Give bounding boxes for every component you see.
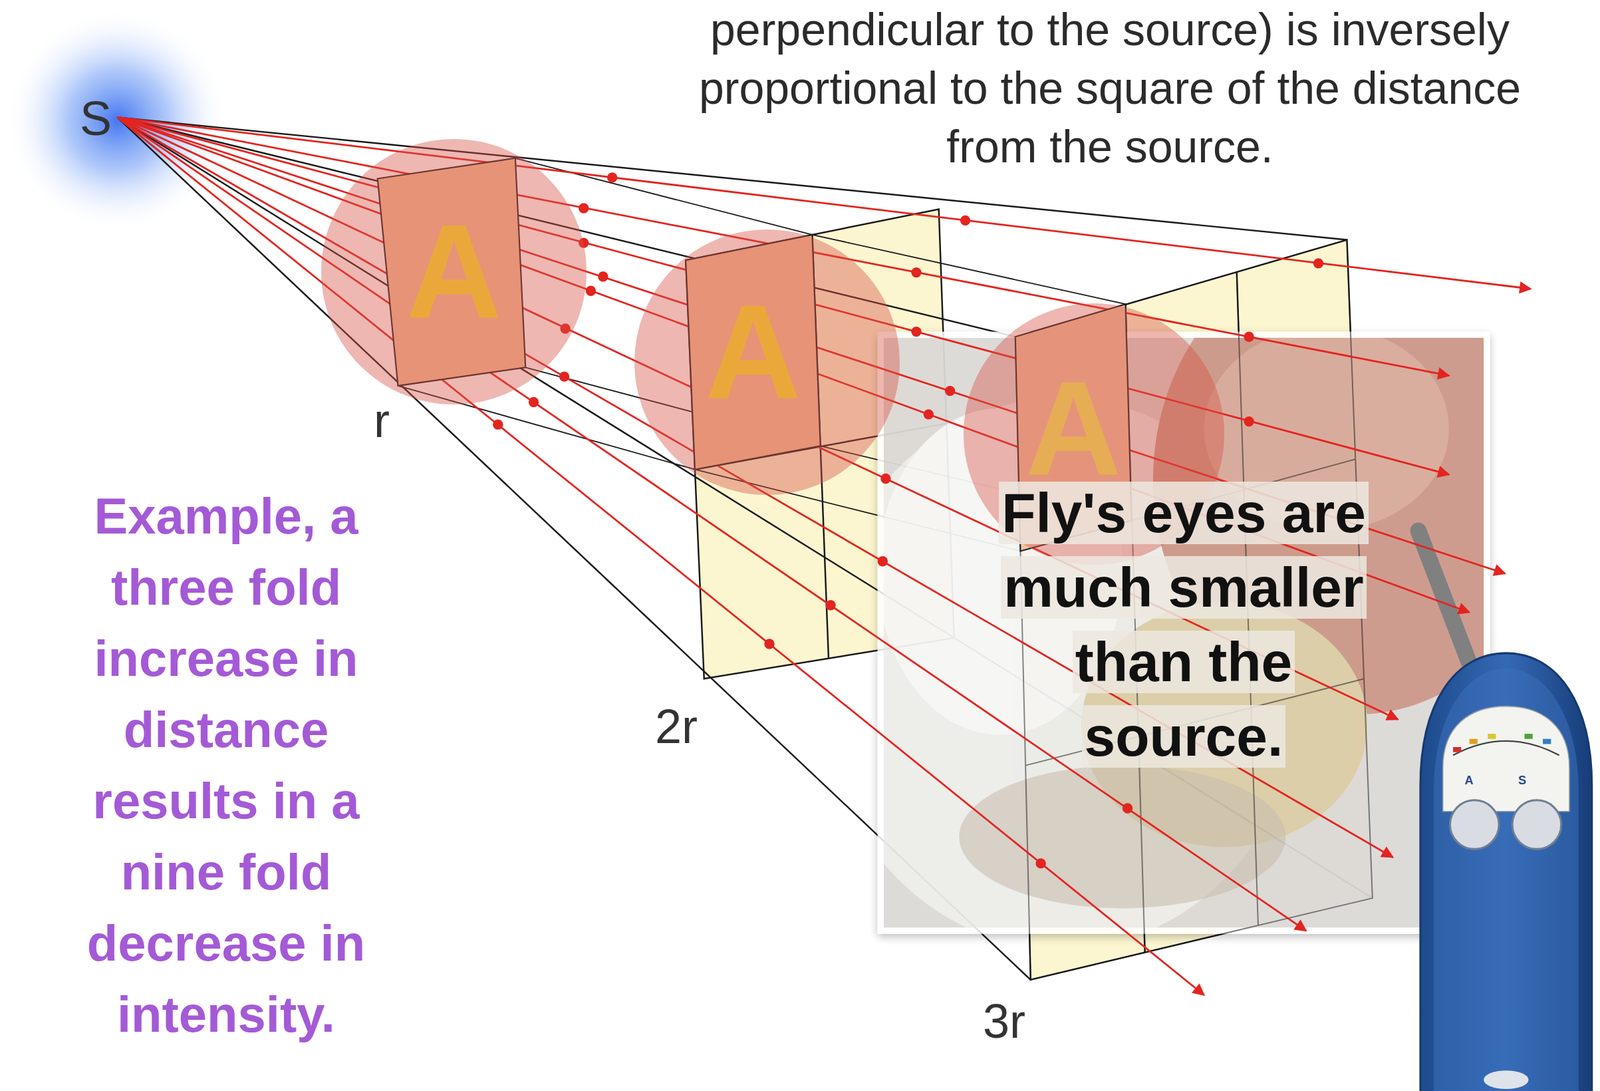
meter-mark: A xyxy=(1465,773,1474,787)
distance-label-box: r xyxy=(373,393,390,447)
ray-dot xyxy=(585,285,596,296)
ray-dot xyxy=(578,202,589,213)
distance-label: 3r xyxy=(982,994,1026,1048)
photo-content xyxy=(883,337,1484,928)
ray-dot xyxy=(1122,802,1133,813)
distance-label-box: 2r xyxy=(655,699,698,753)
device-button xyxy=(1449,800,1499,850)
scale-mark xyxy=(1453,746,1462,753)
ray-dot xyxy=(1313,258,1324,268)
device-slot xyxy=(1483,1069,1529,1089)
statement-text: perpendicular to the source) is inversel… xyxy=(698,3,1521,172)
fly-note-box: Fly's eyes are much smaller than the sou… xyxy=(977,475,1390,774)
scale-mark xyxy=(1524,733,1533,739)
ray-dot xyxy=(825,599,836,610)
ray-dot xyxy=(1243,331,1254,342)
ray-dot xyxy=(911,267,922,278)
source-label: S xyxy=(79,91,112,145)
highlight-circle: A xyxy=(321,138,587,405)
ray-dot xyxy=(960,215,971,226)
meter-device xyxy=(1420,653,1593,1091)
ray-arrow xyxy=(117,117,1398,719)
example-note-box: Example, a three fold increase in distan… xyxy=(39,480,413,1050)
ray-dot xyxy=(911,326,922,337)
scale-mark xyxy=(1487,733,1496,739)
scale-mark xyxy=(1542,738,1551,745)
square-letter: A xyxy=(406,204,503,338)
distance-label-box: 3r xyxy=(982,994,1026,1048)
meter-window xyxy=(1443,706,1570,812)
device-face xyxy=(1433,668,1579,1091)
meter-mark-box: A xyxy=(1465,772,1474,788)
highlight-circle: A xyxy=(634,229,900,495)
device-body xyxy=(1420,653,1593,1091)
ray-dot xyxy=(1035,857,1046,868)
example-note: Example, a three fold increase in distan… xyxy=(87,487,366,1043)
meter-mark-box: S xyxy=(1518,772,1527,788)
square-letter: A xyxy=(1025,361,1122,495)
fly-note: Fly's eyes are much smaller than the sou… xyxy=(998,481,1369,768)
square-letter: A xyxy=(704,285,801,419)
ray-dot xyxy=(764,638,775,649)
scale-mark xyxy=(1469,738,1478,745)
device-button xyxy=(1512,800,1562,850)
ray-dot xyxy=(923,408,934,419)
ray-dot xyxy=(944,385,955,396)
ray-dot xyxy=(559,371,570,382)
ray-dot xyxy=(607,172,618,183)
ray-dot xyxy=(492,419,503,430)
source-label-box: S xyxy=(79,91,112,145)
statement-text-box: perpendicular to the source) is inversel… xyxy=(677,0,1543,176)
ray-dot xyxy=(1243,416,1254,427)
meter-mark: S xyxy=(1518,773,1527,787)
ray-dot xyxy=(597,271,608,282)
ray-dot xyxy=(528,397,539,407)
distance-label: 2r xyxy=(655,699,698,753)
ray-dot xyxy=(877,555,888,566)
source-glow xyxy=(5,7,231,233)
ray-dot xyxy=(880,473,891,484)
distance-label: r xyxy=(373,393,390,447)
